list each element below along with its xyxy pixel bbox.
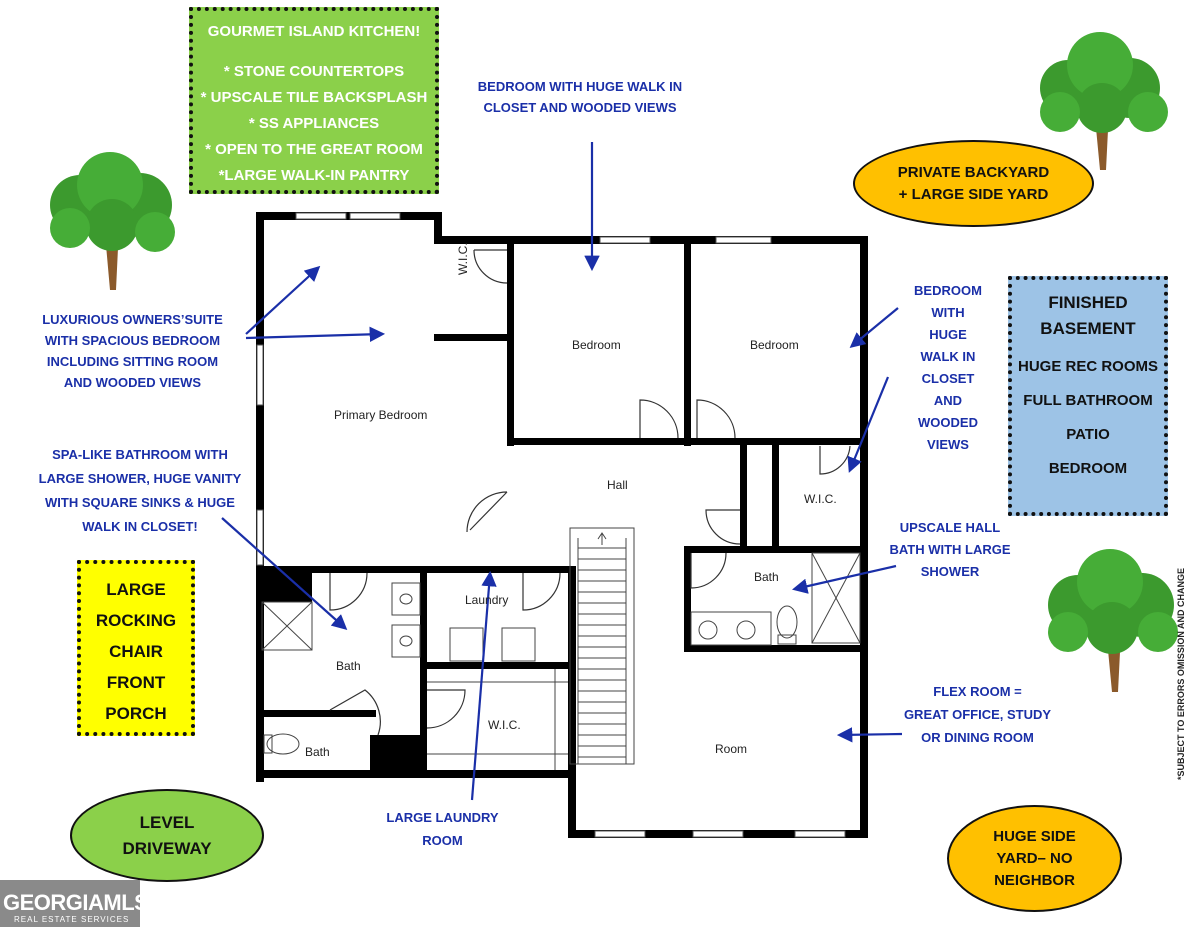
- kitchen-title: GOURMET ISLAND KITCHEN!: [207, 23, 421, 40]
- room-label-bath-primary: Bath: [336, 659, 361, 673]
- kitchen-item: * STONE COUNTERTOPS: [223, 63, 405, 80]
- kitchen-item: *LARGE WALK-IN PANTRY: [218, 167, 410, 184]
- georgia-mls-logo: [0, 880, 140, 927]
- kitchen-item: * SS APPLIANCES: [248, 115, 380, 132]
- disclaimer: *SUBJECT TO ERRORS OMISSION AND CHANGE: [1176, 567, 1186, 780]
- kitchen-item: * OPEN TO THE GREAT ROOM: [205, 141, 423, 158]
- tree-icon: [1048, 549, 1178, 692]
- kitchen-item: * UPSCALE TILE BACKSPLASH: [200, 89, 428, 106]
- logo-text: GEORGIAMLS: [3, 890, 149, 915]
- room-label-bath-hall: Bath: [754, 570, 779, 584]
- room-label-wic-top: W.I.C.: [456, 242, 470, 275]
- room-label-primary: Primary Bedroom: [334, 408, 428, 422]
- room-label-wic-bottom: W.I.C.: [488, 718, 521, 732]
- room-label-laundry: Laundry: [465, 593, 509, 607]
- tree-icon: [50, 152, 175, 290]
- backyard-callout: PRIVATE BACKYARD+ LARGE SIDE YARD: [853, 140, 1094, 227]
- kitchen-callout: GOURMET ISLAND KITCHEN! * STONE COUNTERT…: [189, 7, 439, 194]
- stairs: [569, 527, 635, 765]
- room-label-bath-small: Bath: [305, 745, 330, 759]
- room-label-hall: Hall: [607, 478, 628, 492]
- tree-icon: [1040, 32, 1168, 170]
- room-label-bedroom-1: Bedroom: [572, 338, 621, 352]
- room-label-bedroom-2: Bedroom: [750, 338, 799, 352]
- logo-subtext: REAL ESTATE SERVICES: [14, 915, 130, 924]
- room-label-room: Room: [715, 742, 748, 756]
- room-label-wic-right: W.I.C.: [804, 492, 837, 506]
- walls: [256, 212, 868, 838]
